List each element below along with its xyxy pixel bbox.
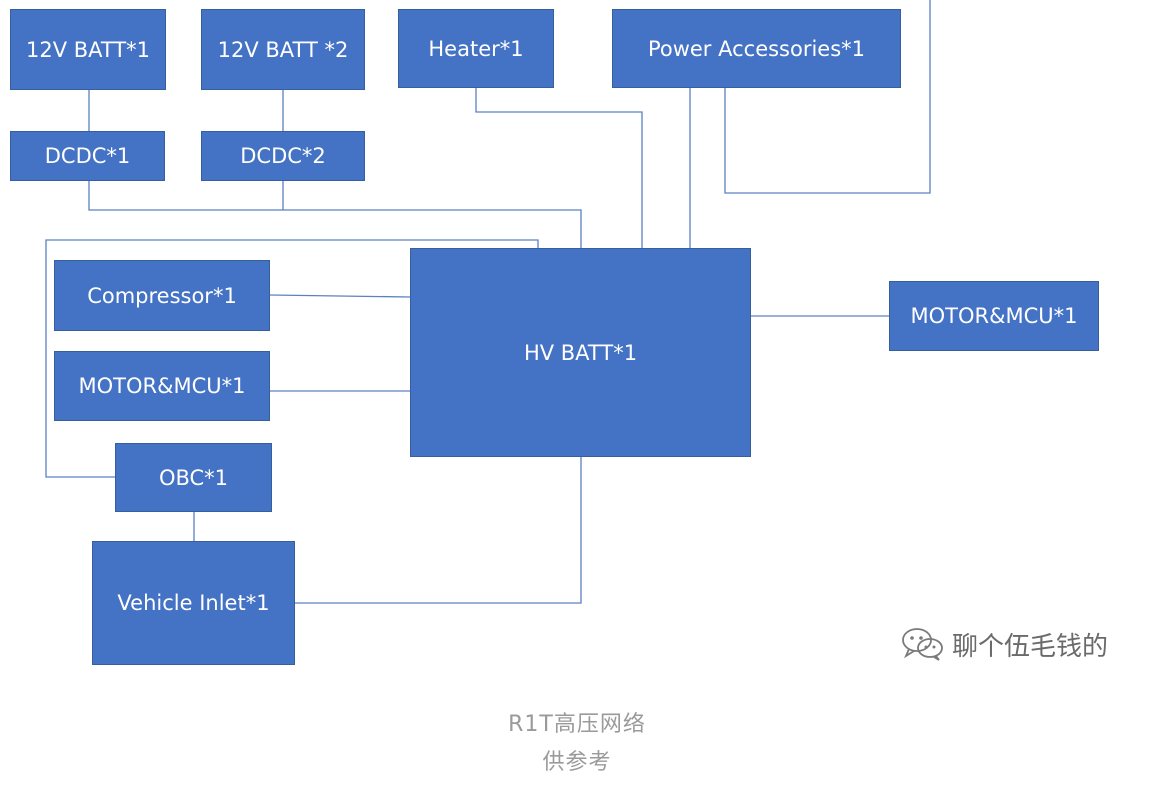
node-label: Compressor*1 (87, 283, 237, 308)
wire-compressor-hvbatt (269, 294, 411, 298)
node-label: 12V BATT *2 (217, 37, 349, 62)
node-label: Power Accessories*1 (647, 36, 866, 61)
watermark: 聊个伍毛钱的 (900, 622, 1108, 666)
node-label: DCDC*1 (44, 144, 131, 168)
watermark-text: 聊个伍毛钱的 (952, 631, 1109, 662)
wire-poweracc-loop (724, 0, 931, 194)
node-vehicle-inlet: Vehicle Inlet*1 (92, 541, 295, 665)
node-label: MOTOR&MCU*1 (910, 304, 1078, 328)
node-motor-mcu-right: MOTOR&MCU*1 (889, 281, 1099, 351)
node-12v-batt-1: 12V BATT*1 (10, 9, 166, 90)
node-label: HV BATT*1 (523, 340, 638, 365)
node-12v-batt-2: 12V BATT *2 (201, 9, 365, 90)
node-compressor: Compressor*1 (54, 260, 270, 331)
wire-heater-hvbatt (475, 88, 643, 248)
caption-title: R1T高压网络 (508, 712, 646, 737)
caption-subtitle: 供参考 (542, 750, 612, 775)
node-label: Vehicle Inlet*1 (117, 591, 270, 615)
node-label: DCDC*2 (240, 144, 326, 168)
node-motor-mcu-left: MOTOR&MCU*1 (54, 351, 270, 421)
node-label: 12V BATT*1 (25, 37, 151, 62)
node-label: Heater*1 (428, 36, 524, 61)
node-hv-batt: HV BATT*1 (410, 248, 751, 457)
node-label: MOTOR&MCU*1 (78, 374, 246, 398)
wechat-icon (902, 628, 943, 661)
node-obc: OBC*1 (115, 443, 272, 512)
wire-obc-loop (45, 239, 539, 478)
node-power-accessories: Power Accessories*1 (612, 9, 901, 88)
node-label: OBC*1 (158, 465, 229, 490)
wire-dcdc-hvbatt (88, 181, 582, 248)
node-dcdc-2: DCDC*2 (201, 131, 365, 181)
node-heater: Heater*1 (398, 9, 554, 88)
node-dcdc-1: DCDC*1 (10, 131, 165, 181)
wire-inlet-hvbatt (295, 457, 582, 604)
